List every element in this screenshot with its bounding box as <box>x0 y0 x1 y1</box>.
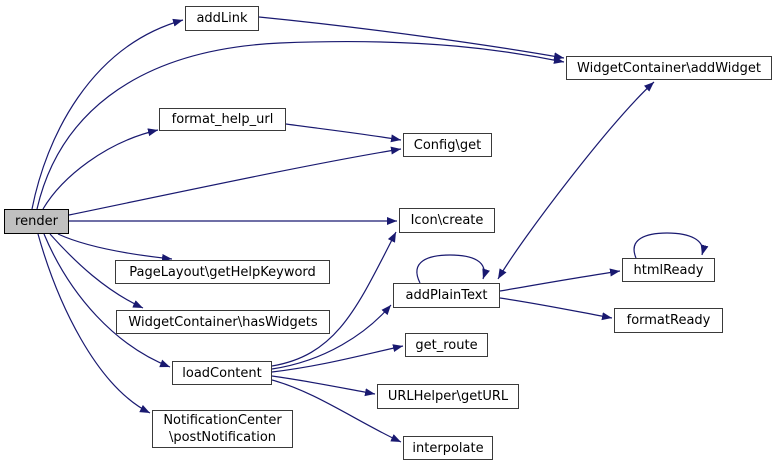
node-iconCreate[interactable]: Icon\create <box>399 208 495 233</box>
edge-addPlainText-formatReady <box>499 297 613 321</box>
edge-loadContent-get_route <box>271 344 404 373</box>
node-label: WidgetContainer\addWidget <box>577 60 761 76</box>
node-label: addLink <box>196 11 248 26</box>
node-label: \postNotification <box>168 430 277 445</box>
edge-render-addLink <box>31 18 184 210</box>
edge-render-loadContent <box>43 233 171 368</box>
edge-loadContent-getURL <box>271 375 376 397</box>
edge-loadContent-interpolate <box>271 379 402 443</box>
edge-render-postNotification <box>37 233 151 414</box>
node-formatReady[interactable]: formatReady <box>614 308 723 333</box>
edge-addLink-addWidget <box>258 16 565 61</box>
node-label: get_route <box>415 337 478 353</box>
edge-render-hasWidgets <box>49 233 144 309</box>
node-label: NotificationCenter <box>163 413 282 428</box>
node-htmlReady[interactable]: htmlReady <box>622 258 715 282</box>
node-hasWidgets[interactable]: WidgetContainer\hasWidgets <box>116 310 330 334</box>
node-label: format_help_url <box>171 112 274 127</box>
node-label: Icon\create <box>410 213 484 228</box>
node-label: formatReady <box>626 313 711 328</box>
node-label: render <box>15 214 58 229</box>
edge-render-getHelpKeyword <box>57 233 173 262</box>
node-label: WidgetContainer\hasWidgets <box>128 314 318 330</box>
node-label: addPlainText <box>405 288 488 303</box>
edge-render-addWidget <box>36 40 565 210</box>
node-get_route[interactable]: get_route <box>405 333 488 357</box>
node-getURL[interactable]: URLHelper\getURL <box>377 384 519 409</box>
edge-loadContent-addPlainText <box>271 304 392 370</box>
node-label: URLHelper\getURL <box>387 389 509 404</box>
node-format_help_url[interactable]: format_help_url <box>159 108 286 131</box>
edge-addPlainText-htmlReady <box>499 268 621 292</box>
edge-format_help_url-configGet <box>285 123 402 143</box>
node-getHelpKeyword[interactable]: PageLayout\getHelpKeyword <box>115 260 330 284</box>
node-label: PageLayout\getHelpKeyword <box>129 264 316 280</box>
node-label: loadContent <box>182 365 262 381</box>
node-label: htmlReady <box>633 262 704 278</box>
node-addLink[interactable]: addLink <box>185 6 259 31</box>
node-addWidget[interactable]: WidgetContainer\addWidget <box>566 56 772 80</box>
edge-loadContent-iconCreate <box>271 231 397 367</box>
edges-group <box>31 16 709 443</box>
node-loadContent[interactable]: loadContent <box>172 361 272 385</box>
node-render[interactable]: render <box>4 209 69 234</box>
edge-render-format_help_url <box>42 128 159 210</box>
node-interpolate[interactable]: interpolate <box>403 436 493 460</box>
edge-render-configGet <box>68 146 402 216</box>
node-label: Config\get <box>413 137 482 153</box>
edge-htmlReady-htmlReady <box>633 232 709 259</box>
edge-addPlainText-addPlainText <box>416 254 490 284</box>
node-configGet[interactable]: Config\get <box>403 133 492 157</box>
edge-addPlainText-addWidget <box>497 81 655 280</box>
node-postNotification[interactable]: NotificationCenter \postNotification <box>152 410 293 448</box>
node-label: interpolate <box>412 440 484 456</box>
node-addPlainText[interactable]: addPlainText <box>393 283 500 308</box>
